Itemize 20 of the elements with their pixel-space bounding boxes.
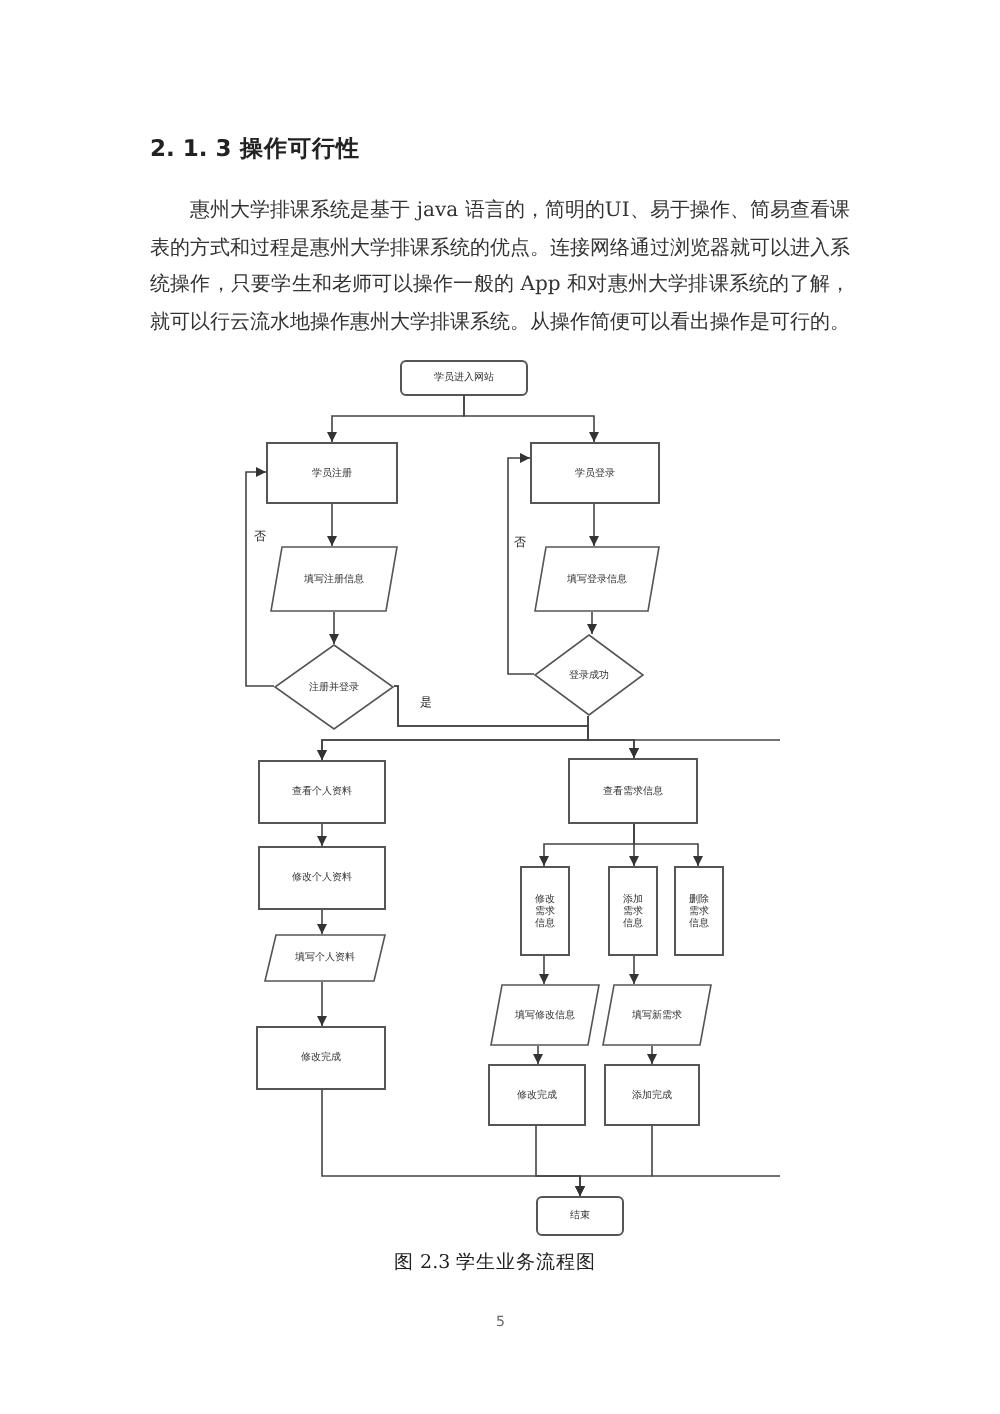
arrow: [463, 395, 599, 443]
arrow: [533, 1045, 543, 1065]
arrow: [575, 1125, 653, 1197]
arrow: [317, 909, 327, 935]
arrow: [589, 503, 599, 547]
arrow: [629, 955, 639, 985]
arrow: [245, 467, 275, 687]
arrow: [647, 1045, 657, 1065]
arrow: [587, 715, 639, 759]
arrow: [329, 611, 339, 645]
arrow: [327, 503, 337, 547]
figure-caption: 图 2.3 学生业务流程图: [394, 1250, 597, 1276]
arrow: [633, 823, 703, 867]
arrow: [587, 611, 597, 635]
arrow: [539, 955, 549, 985]
arrow: [507, 453, 535, 675]
arrow: [317, 823, 327, 847]
arrow: [317, 981, 327, 1027]
section-heading: 2. 1. 3 操作可行性: [150, 134, 360, 164]
body-paragraph: 惠州大学排课系统是基于 java 语言的，简明的UI、易于操作、简易查看课表的方式和过程是惠州大学排课系统的优点。连接网络通过浏览器就可以进入系统操作，只要学生和老师可以操作一般的 App 和对惠州大学排课系统的了解，就可以行云流水地操作惠州大学排课系统。从操作简便可以看出操作是可行的。: [150, 197, 850, 337]
